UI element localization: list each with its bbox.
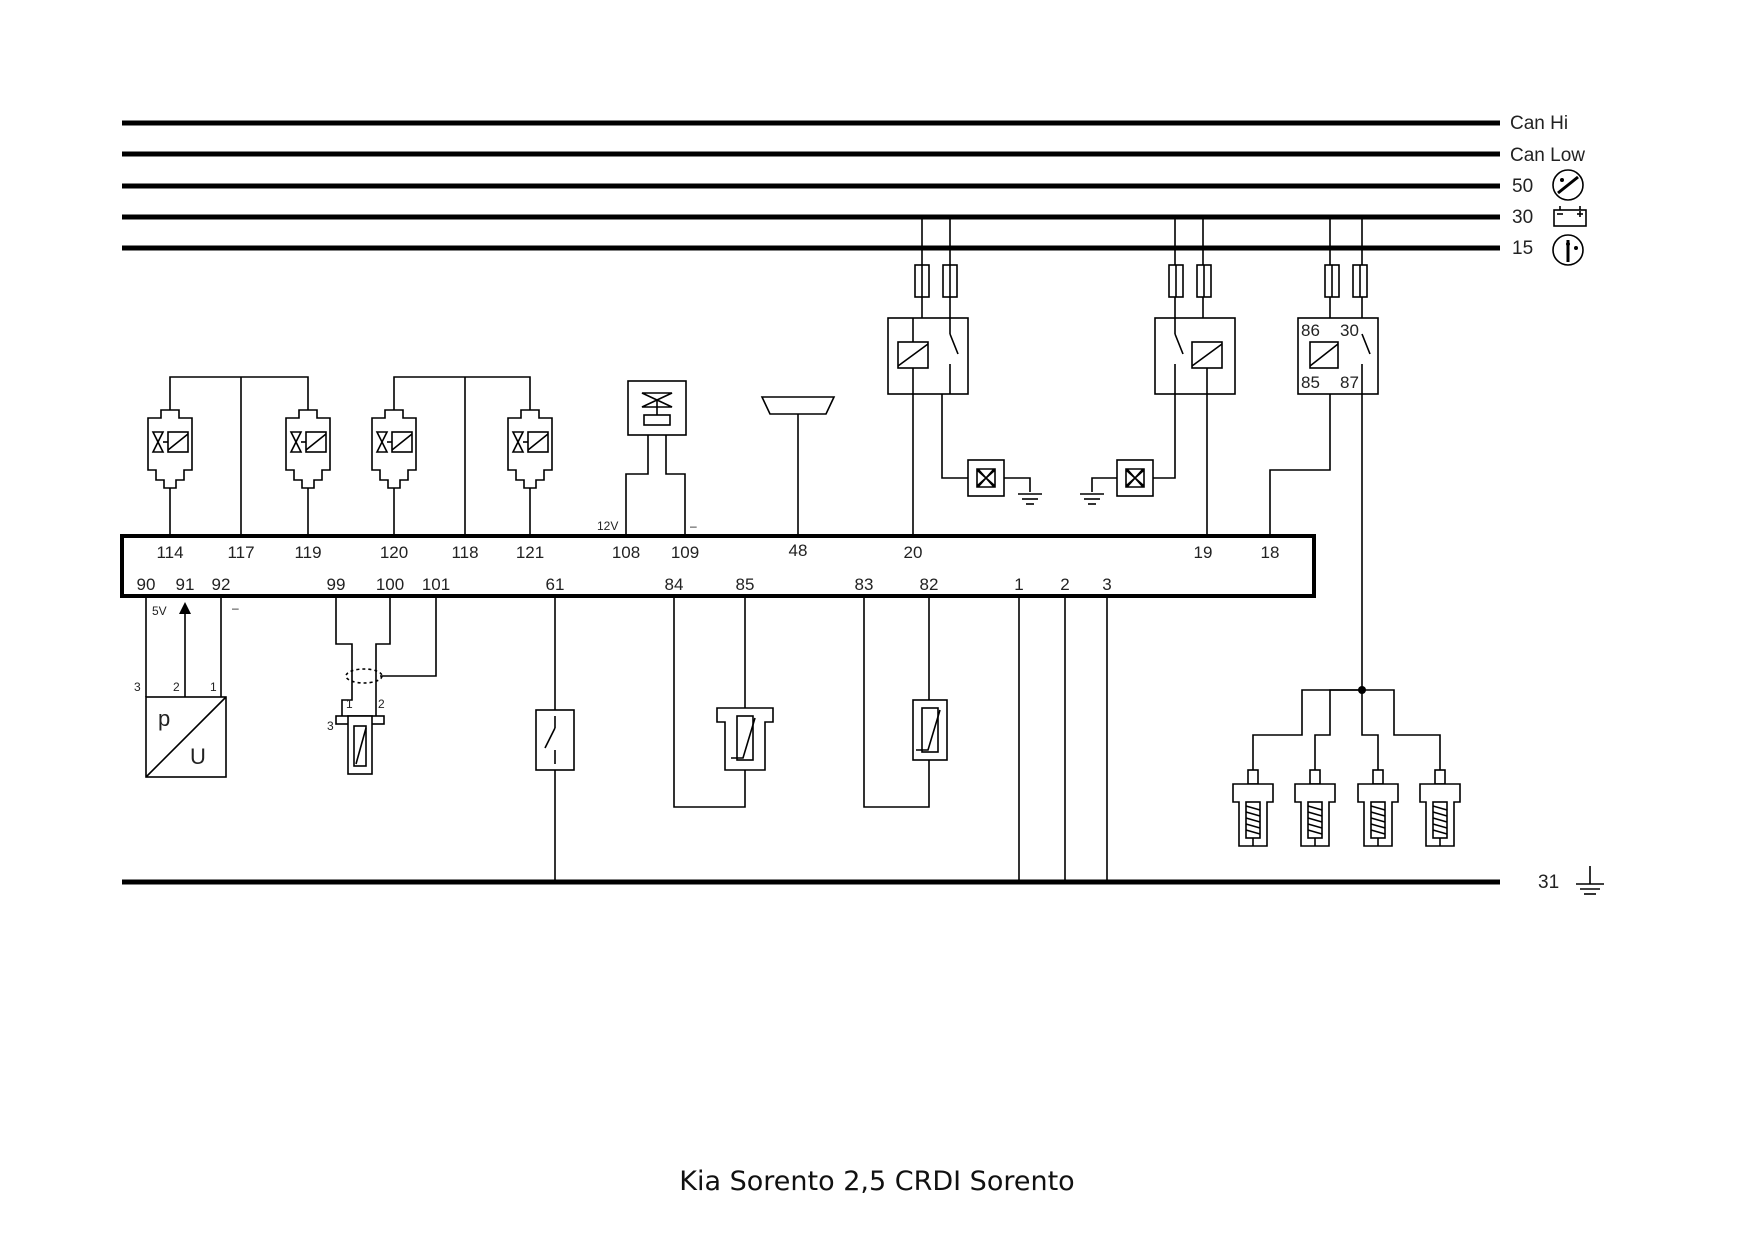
- ecu-pin-119: 119: [294, 543, 321, 562]
- ignition-icon: [1552, 234, 1584, 266]
- terminal-50-label: 50: [1512, 176, 1533, 197]
- terminal-31-label: 31: [1538, 872, 1559, 893]
- temperature-sensor-84-85: [673, 596, 774, 808]
- ecu-pin-84: 84: [665, 575, 684, 594]
- terminal-30-label: 30: [1512, 207, 1533, 228]
- fan-relay-1: [887, 217, 1043, 536]
- can-low-label: Can Low: [1510, 145, 1585, 166]
- rail-pressure-sensor: [145, 596, 227, 778]
- fan-relay-2: [1079, 217, 1236, 536]
- ecu-block: [120, 534, 1316, 598]
- ecu-pin-109: 109: [671, 543, 699, 562]
- hall-sensor-pin-2: 2: [378, 697, 385, 711]
- ecu-pin-118: 118: [451, 543, 478, 562]
- diagram-caption: Kia Sorento 2,5 CRDI Sorento: [679, 1166, 1075, 1197]
- ecu-pin-61: 61: [546, 575, 565, 594]
- ecu-pin-20: 20: [904, 543, 923, 562]
- switch-61: [535, 596, 575, 882]
- note-minus-109: –: [690, 519, 697, 533]
- hall-sensor: [335, 596, 437, 775]
- ecu-pin-108: 108: [612, 543, 640, 562]
- pressure-sensor-p: p: [158, 706, 170, 731]
- ground-icon: [1576, 866, 1604, 895]
- terminal-15-label: 15: [1512, 238, 1533, 259]
- ecu-pin-90: 90: [137, 575, 156, 594]
- ecu-pin-18: 18: [1261, 543, 1280, 562]
- pressure-sensor-pin-1: 1: [210, 680, 217, 694]
- ecu-pin-83: 83: [855, 575, 874, 594]
- relay-pin-30: 30: [1340, 321, 1359, 340]
- ecu-pin-19: 19: [1194, 543, 1213, 562]
- pressure-sensor-pin-3: 3: [134, 680, 141, 694]
- relay-pin-85: 85: [1301, 373, 1320, 392]
- power-rails: [122, 120, 1500, 885]
- ecu-pin-91: 91: [176, 575, 195, 594]
- pressure-sensor-u: U: [190, 744, 206, 769]
- ecu-pin-82: 82: [920, 575, 939, 594]
- glow-plug-2: [1294, 769, 1336, 847]
- relay-pin-87: 87: [1340, 373, 1359, 392]
- ecu-pin-101: 101: [422, 575, 450, 594]
- hall-sensor-pin-3: 3: [327, 719, 334, 733]
- note-12v: 12V: [597, 519, 618, 533]
- solenoid-valve-cluster: [169, 376, 531, 536]
- starter-icon: [1552, 169, 1584, 201]
- glow-plug-3: [1357, 769, 1399, 847]
- ecu-pin-99: 99: [327, 575, 346, 594]
- ecu-pin-2: 2: [1060, 575, 1069, 594]
- ecu-pin-114: 114: [156, 543, 183, 562]
- glow-plug-1: [1232, 769, 1274, 847]
- can-hi-label: Can Hi: [1510, 113, 1568, 134]
- sensor-48: [760, 396, 836, 536]
- ecu-pin-48: 48: [789, 541, 808, 560]
- ecu-pin-100: 100: [376, 575, 404, 594]
- note-5v: 5V: [152, 604, 167, 618]
- hall-sensor-pin-1: 1: [346, 697, 353, 711]
- ecu-pin-3: 3: [1102, 575, 1111, 594]
- ecu-pin-117: 117: [227, 543, 254, 562]
- solenoid-valve-119: [285, 409, 331, 536]
- pressure-sensor-pin-2: 2: [173, 680, 180, 694]
- ground-wires: [1018, 596, 1108, 882]
- glow-plug-relay: [1269, 217, 1379, 690]
- battery-icon: [1553, 206, 1587, 227]
- solenoid-valve-120: [371, 409, 417, 536]
- ecu-pin-1: 1: [1014, 575, 1023, 594]
- ecu-pin-121: 121: [516, 543, 544, 562]
- glow-plug-4: [1419, 769, 1461, 847]
- relay-pin-86: 86: [1301, 321, 1320, 340]
- ecu-pin-85: 85: [736, 575, 755, 594]
- temperature-sensor-83-82: [863, 596, 948, 808]
- note-minus-92: –: [232, 601, 239, 615]
- solenoid-valve-121: [507, 409, 553, 536]
- solenoid-valve-114: [147, 409, 193, 536]
- glow-plug-harness: [1252, 686, 1441, 770]
- ecu-pin-92: 92: [212, 575, 231, 594]
- pressure-regulator: [625, 380, 687, 536]
- ecu-pin-120: 120: [380, 543, 408, 562]
